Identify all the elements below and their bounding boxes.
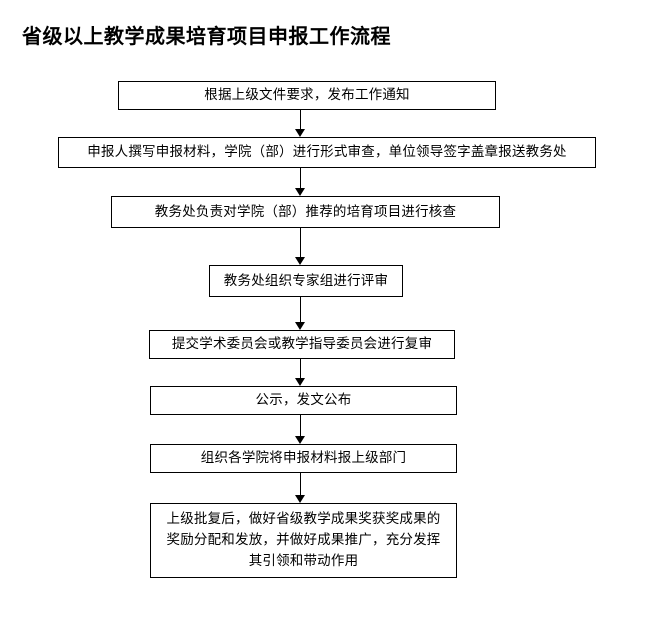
flow-node-step-3: 教务处负责对学院（部）推荐的培育项目进行核查 [111,196,500,228]
connector-line [300,168,301,189]
flow-node-step-5: 提交学术委员会或教学指导委员会进行复审 [149,330,455,359]
connector-line [300,110,301,130]
arrow-down-icon [295,495,305,503]
arrow-down-icon [295,257,305,265]
flow-node-label: 公示，发文公布 [255,392,352,408]
flow-node-label: 教务处负责对学院（部）推荐的培育项目进行核查 [154,203,457,220]
connector-line [300,415,301,437]
flow-node-step-7: 组织各学院将申报材料报上级部门 [150,444,457,473]
connector-line [300,297,301,323]
flow-connector-arrow-6-7 [295,415,306,444]
flow-connector-arrow-1-2 [295,110,306,137]
flow-connector-arrow-2-3 [295,168,306,196]
arrow-down-icon [295,322,305,330]
flow-node-label: 上级批复后，做好省级教学成果奖获奖成果的 奖励分配和发放，并做好成果推广，充分发… [166,511,441,569]
flow-connector-arrow-3-4 [295,228,306,265]
connector-line [300,228,301,258]
flow-node-step-8: 上级批复后，做好省级教学成果奖获奖成果的 奖励分配和发放，并做好成果推广，充分发… [150,503,457,578]
flow-connector-arrow-7-8 [295,473,306,503]
flow-node-step-2: 申报人撰写申报材料，学院（部）进行形式审查，单位领导签字盖章报送教务处 [58,137,596,168]
flow-connector-arrow-5-6 [295,359,306,386]
connector-line [300,473,301,496]
flow-node-step-6: 公示，发文公布 [150,386,457,415]
flow-node-label: 提交学术委员会或教学指导委员会进行复审 [171,336,433,352]
flow-node-label: 教务处组织专家组进行评审 [223,272,389,289]
arrow-down-icon [295,436,305,444]
flow-node-step-1: 根据上级文件要求，发布工作通知 [118,81,496,110]
arrow-down-icon [295,129,305,137]
flow-node-label: 申报人撰写申报材料，学院（部）进行形式审查，单位领导签字盖章报送教务处 [87,144,567,160]
flow-node-label: 组织各学院将申报材料报上级部门 [200,450,407,466]
flow-node-label: 根据上级文件要求，发布工作通知 [204,87,410,103]
flow-node-step-4: 教务处组织专家组进行评审 [209,265,403,297]
page-title: 省级以上教学成果培育项目申报工作流程 [22,24,391,48]
connector-line [300,359,301,379]
arrow-down-icon [295,378,305,386]
flow-connector-arrow-4-5 [295,297,306,330]
arrow-down-icon [295,188,305,196]
